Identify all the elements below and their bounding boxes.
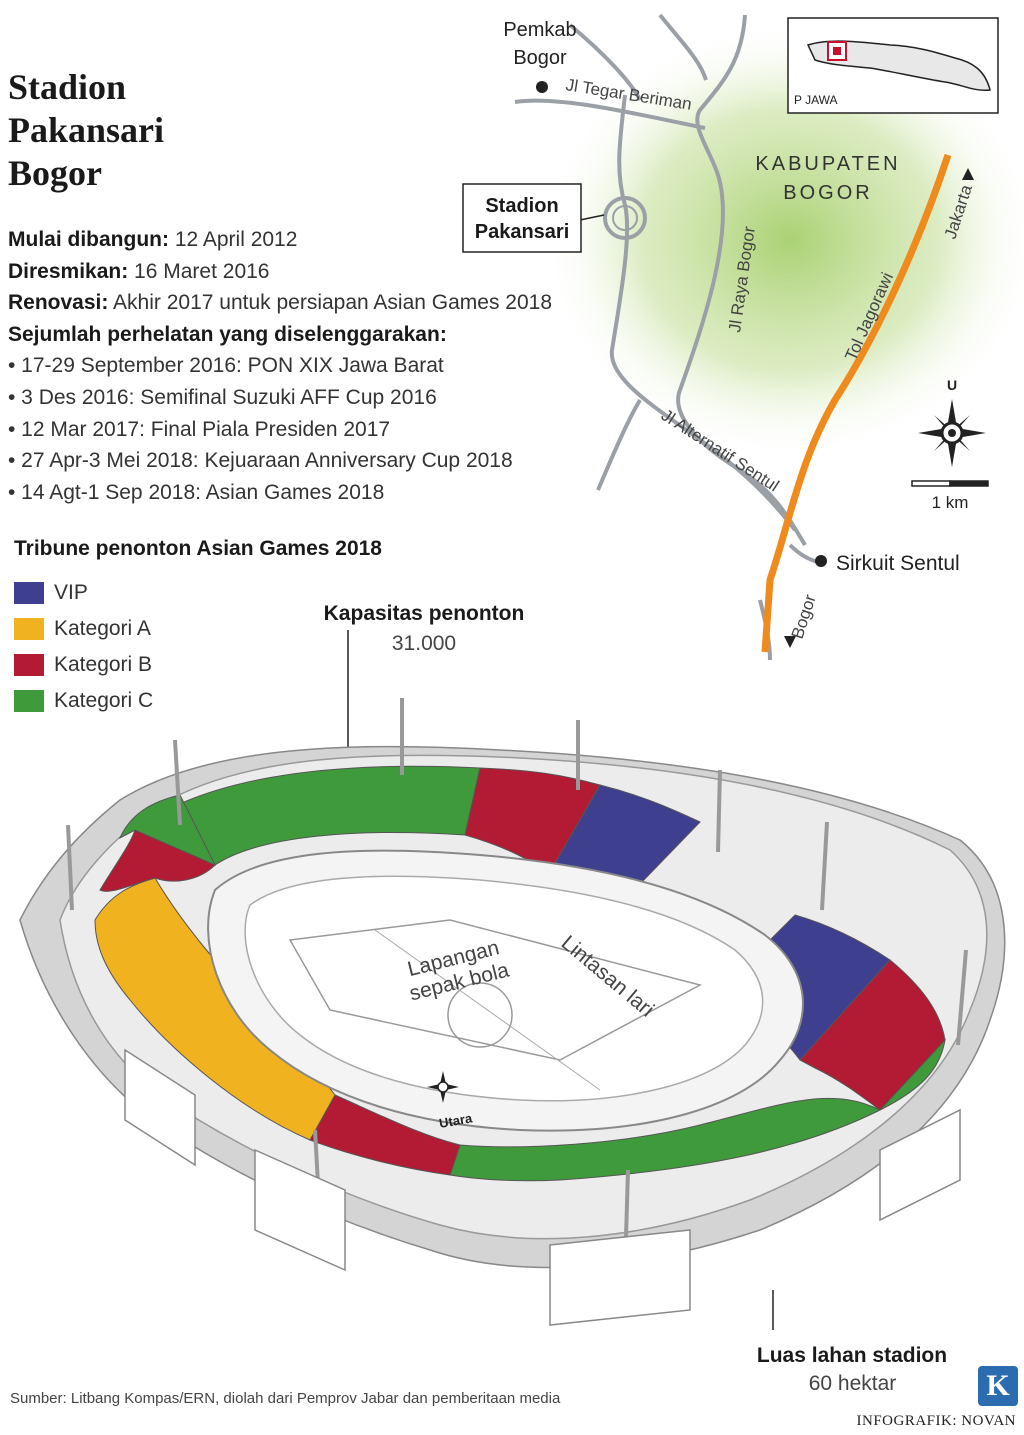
road-south xyxy=(596,398,642,491)
road-alternatif-sentul xyxy=(609,94,797,532)
event-item: • 27 Apr-3 Mei 2018: Kejuaraan Anniversa… xyxy=(8,449,513,473)
legend-swatch xyxy=(14,690,44,712)
fact-events-heading: Sejumlah perhelatan yang diselenggarakan… xyxy=(8,319,608,351)
tribune-kategori-c-south xyxy=(449,1038,946,1182)
source-note: Sumber: Litbang Kompas/ERN, diolah dari … xyxy=(10,1390,561,1407)
stadium-pointer xyxy=(579,214,605,221)
legend-item-kategori-c: Kategori C xyxy=(14,683,153,719)
road-sirkuit xyxy=(788,543,819,564)
legend-label: Kategori B xyxy=(54,653,153,676)
bogor-arrow-icon xyxy=(784,636,796,648)
text-line: BOGOR xyxy=(783,182,872,204)
text-line: Pakansari xyxy=(475,221,570,243)
capacity-value: 31.000 xyxy=(392,632,456,655)
legend-label: Kategori C xyxy=(54,689,154,712)
fact-built-label: Mulai dibangun: xyxy=(8,228,169,251)
fact-renovation: Renovasi: Akhir 2017 untuk persiapan Asi… xyxy=(8,287,608,319)
regency-area xyxy=(540,20,1024,460)
area-value: 60 hektar xyxy=(808,1372,897,1395)
stadium-illustration: Kapasitas penonton 31.000 Lapangansepak … xyxy=(19,602,1006,1367)
text-line: Bogor xyxy=(513,47,567,69)
fact-renovation-label: Renovasi: xyxy=(8,291,109,315)
area-label: Luas lahan stadion xyxy=(757,1344,947,1367)
kompas-logo: K xyxy=(978,1366,1018,1406)
event-item: • 3 Des 2016: Semifinal Suzuki AFF Cup 2… xyxy=(8,385,437,409)
toll-jagorawi xyxy=(761,153,952,653)
gate-buildings xyxy=(124,1048,961,1326)
page-title: Stadion Pakansari Bogor xyxy=(8,67,165,193)
legend-item-kategori-a: Kategori A xyxy=(14,611,153,647)
fact-built-value: 12 April 2012 xyxy=(168,228,298,251)
field-halfway-line xyxy=(374,929,601,1091)
sirkuit-dot xyxy=(815,555,827,567)
fact-opened-label: Diresmikan: xyxy=(8,259,129,283)
center-circle xyxy=(447,982,513,1048)
stadium-roundabout xyxy=(603,196,647,240)
fact-built: Mulai dibangun: 12 April 2012 xyxy=(8,224,608,256)
legend-label: VIP xyxy=(54,581,88,604)
capacity-label: Kapasitas penonton xyxy=(324,602,525,625)
fact-opened-value: 16 Maret 2016 xyxy=(128,259,270,283)
field-north-label: Utara xyxy=(438,1110,474,1131)
event-item: • 12 Mar 2017: Final Piala Presiden 2017 xyxy=(8,417,391,441)
legend-swatch xyxy=(14,582,44,604)
legend: VIP Kategori A Kategori B Kategori C xyxy=(14,575,153,719)
legend-swatch xyxy=(14,618,44,640)
scale-label: 1 km xyxy=(932,493,969,512)
kabupaten-label: KABUPATEN BOGOR xyxy=(755,153,900,204)
fact-renovation-value: Akhir 2017 untuk persiapan Asian Games 2… xyxy=(108,291,552,315)
north-label: U xyxy=(947,377,957,393)
stadium-label-box xyxy=(462,183,582,253)
tribune-kategori-c-northwest xyxy=(118,794,217,867)
java-island-shape xyxy=(806,40,991,92)
scale-bar xyxy=(911,480,989,487)
event-item: • 17-29 September 2016: PON XIX Jawa Bar… xyxy=(8,354,444,378)
football-field xyxy=(288,919,703,1061)
road-tegar-beriman xyxy=(514,98,706,130)
credit-line: INFOGRAFIK: NOVAN xyxy=(856,1413,1016,1429)
legend-item-kategori-b: Kategori B xyxy=(14,647,153,683)
fact-events-label: Sejumlah perhelatan yang diselenggarakan… xyxy=(8,322,447,346)
legend-label: Kategori A xyxy=(54,617,151,640)
text-line: Pemkab xyxy=(503,19,576,41)
legend-swatch xyxy=(14,654,44,676)
fact-opened: Diresmikan: 16 Maret 2016 xyxy=(8,256,608,288)
inset-label: P JAWA xyxy=(794,93,838,107)
tribune-kategori-b-west xyxy=(99,829,216,892)
text-line: Stadion xyxy=(485,195,558,217)
inset-location-dot xyxy=(833,47,841,55)
legend-item-vip: VIP xyxy=(14,575,153,611)
legend-title: Tribune penonton Asian Games 2018 xyxy=(14,537,382,560)
event-item: • 14 Agt-1 Sep 2018: Asian Games 2018 xyxy=(8,480,385,504)
road-north-2 xyxy=(658,13,708,81)
road-north xyxy=(568,23,642,101)
pemkab-dot xyxy=(536,81,548,93)
text-line: KABUPATEN xyxy=(755,153,900,175)
field-compass-icon xyxy=(427,1071,459,1103)
jakarta-arrow-icon xyxy=(962,168,974,180)
compass-icon xyxy=(918,399,986,467)
sirkuit-label: Sirkuit Sentul xyxy=(836,552,960,575)
facts-block: Mulai dibangun: 12 April 2012 Diresmikan… xyxy=(8,224,608,508)
stadium-marker xyxy=(612,205,638,231)
roads xyxy=(514,13,819,661)
